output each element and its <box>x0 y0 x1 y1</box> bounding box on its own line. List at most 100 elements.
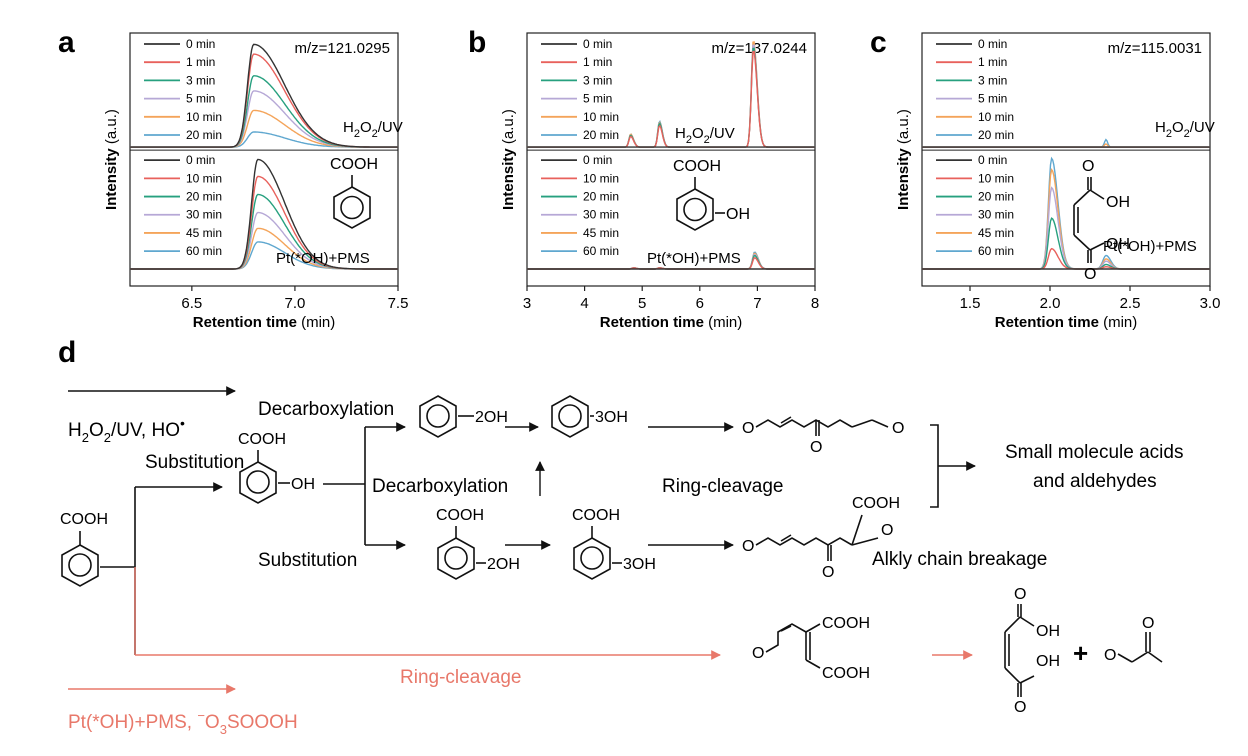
plot-frame <box>129 32 399 287</box>
benzene-ring <box>333 186 371 229</box>
panel-label-a: a <box>58 26 75 59</box>
label-substitution-bottom: Substitution <box>258 550 357 571</box>
product-label-line1: Small molecule acids <box>1005 442 1183 463</box>
legend-entry: 30 min <box>978 208 1014 222</box>
label-substitution-top: Substitution <box>145 452 244 473</box>
svg-text:COOH: COOH <box>572 507 620 524</box>
inset-cooh-label: COOH <box>673 158 721 175</box>
legend-entry: 5 min <box>978 92 1007 106</box>
dihydroxybenzene-structure: 2OH <box>419 395 508 438</box>
x-tick-label: 3 <box>523 295 531 312</box>
legend-entry: 20 min <box>583 128 619 142</box>
svg-text:O: O <box>1142 615 1154 632</box>
inset-oh-label: OH <box>1106 236 1130 253</box>
x-tick-label: 3.0 <box>1200 295 1221 312</box>
label-ring-cleavage-red: Ring-cleavage <box>400 667 521 688</box>
legend-entry: 10 min <box>978 171 1014 185</box>
x-axis-label: Retention time (min) <box>995 314 1138 331</box>
label-decarboxylation-mid: Decarboxylation <box>372 476 508 497</box>
dialdehyde-ketone-structure: O O O <box>742 416 904 456</box>
legend-entry: 3 min <box>583 73 612 87</box>
svg-text:COOH: COOH <box>436 507 484 524</box>
maleic-acid-structure: O OH OH O <box>1004 586 1060 716</box>
legend-entry: 3 min <box>978 73 1007 87</box>
legend-entry: 20 min <box>186 128 222 142</box>
legend-entry: 45 min <box>583 226 619 240</box>
condition-label-top: H2O2/UV <box>675 125 735 146</box>
aromatic-circle <box>683 197 707 222</box>
legend-entry: 20 min <box>186 190 222 204</box>
label-ring-cleavage: Ring-cleavage <box>662 476 783 497</box>
mz-label: m/z=137.0244 <box>712 40 808 57</box>
benzene-ring <box>676 188 714 231</box>
legend-entry: 10 min <box>583 171 619 185</box>
legend-entry: 0 min <box>186 153 215 167</box>
legend-entry: 1 min <box>583 55 612 69</box>
svg-text:COOH: COOH <box>238 431 286 448</box>
y-axis-label: Intensity (a.u.) <box>895 109 912 210</box>
legend-entry: 10 min <box>978 110 1014 124</box>
trihydroxybenzoic-acid-structure: COOH 3OH <box>572 507 656 580</box>
inset-o-label: O <box>1084 266 1096 283</box>
svg-text:OH: OH <box>1036 653 1060 670</box>
condition-label-bottom: Pt(*OH)+PMS <box>647 250 741 267</box>
inset-bond <box>1089 242 1105 251</box>
x-axis-label: Retention time (min) <box>600 314 743 331</box>
legend-entry: 10 min <box>583 110 619 124</box>
legend-entry: 45 min <box>978 226 1014 240</box>
series-line-top <box>527 44 815 148</box>
svg-text:O: O <box>1014 699 1026 716</box>
condition-label-bottom: Pt(*OH)+PMS <box>1103 238 1197 255</box>
hydroxyl-condition-label: H2O2/UV, HO• <box>68 415 185 445</box>
inset-bond <box>1073 234 1091 251</box>
svg-text:O: O <box>892 420 904 437</box>
legend-entry: 60 min <box>583 244 619 258</box>
legend-entry: 3 min <box>186 73 215 87</box>
y-axis-label: Intensity (a.u.) <box>500 109 517 210</box>
methylglyoxal-structure: O O <box>1104 615 1163 664</box>
plot-frame <box>921 32 1211 287</box>
inset-bond <box>1089 189 1105 200</box>
inset-bond <box>1073 189 1091 206</box>
svg-text:2OH: 2OH <box>487 556 520 573</box>
x-tick-label: 5 <box>638 295 646 312</box>
x-tick-label: 6 <box>696 295 704 312</box>
dihydroxybenzoic-acid-structure: COOH 2OH <box>436 507 520 580</box>
legend-entry: 5 min <box>186 92 215 106</box>
legend-entry: 5 min <box>583 92 612 106</box>
y-axis-label: Intensity (a.u.) <box>103 109 120 210</box>
trihydroxybenzene-structure: 3OH <box>551 395 628 438</box>
aromatic-circle <box>340 195 364 220</box>
benzoic-acid-structure: COOH <box>60 511 108 587</box>
x-tick-label: 8 <box>811 295 819 312</box>
svg-text:O: O <box>742 420 754 437</box>
inset-cooh-label: COOH <box>330 156 378 173</box>
product-label-line2: and aldehydes <box>1033 471 1157 492</box>
svg-text:O: O <box>1014 586 1026 603</box>
svg-text:O: O <box>810 439 822 456</box>
panel-label-b: b <box>468 26 486 59</box>
x-tick-label: 2.0 <box>1040 295 1061 312</box>
panel-label-d: d <box>58 336 76 369</box>
legend-entry: 20 min <box>583 190 619 204</box>
svg-text:OH: OH <box>1036 623 1060 640</box>
x-axis-label: Retention time (min) <box>193 314 336 331</box>
series-line-top <box>527 41 815 148</box>
pms-condition-label: Pt(*OH)+PMS, −O3SOOOH <box>68 708 298 737</box>
legend-entry: 60 min <box>186 244 222 258</box>
condition-label-bottom: Pt(*OH)+PMS <box>276 250 370 267</box>
svg-text:COOH: COOH <box>852 495 900 512</box>
x-tick-label: 7.5 <box>388 295 409 312</box>
svg-text:O: O <box>752 645 764 662</box>
legend-entry: 1 min <box>186 55 215 69</box>
svg-text:O: O <box>742 538 754 555</box>
legend-entry: 10 min <box>186 171 222 185</box>
condition-label-top: H2O2/UV <box>343 119 403 140</box>
legend-entry: 1 min <box>978 55 1007 69</box>
mz-label: m/z=121.0295 <box>295 40 391 57</box>
salicylic-acid-structure: COOH OH <box>238 431 315 504</box>
